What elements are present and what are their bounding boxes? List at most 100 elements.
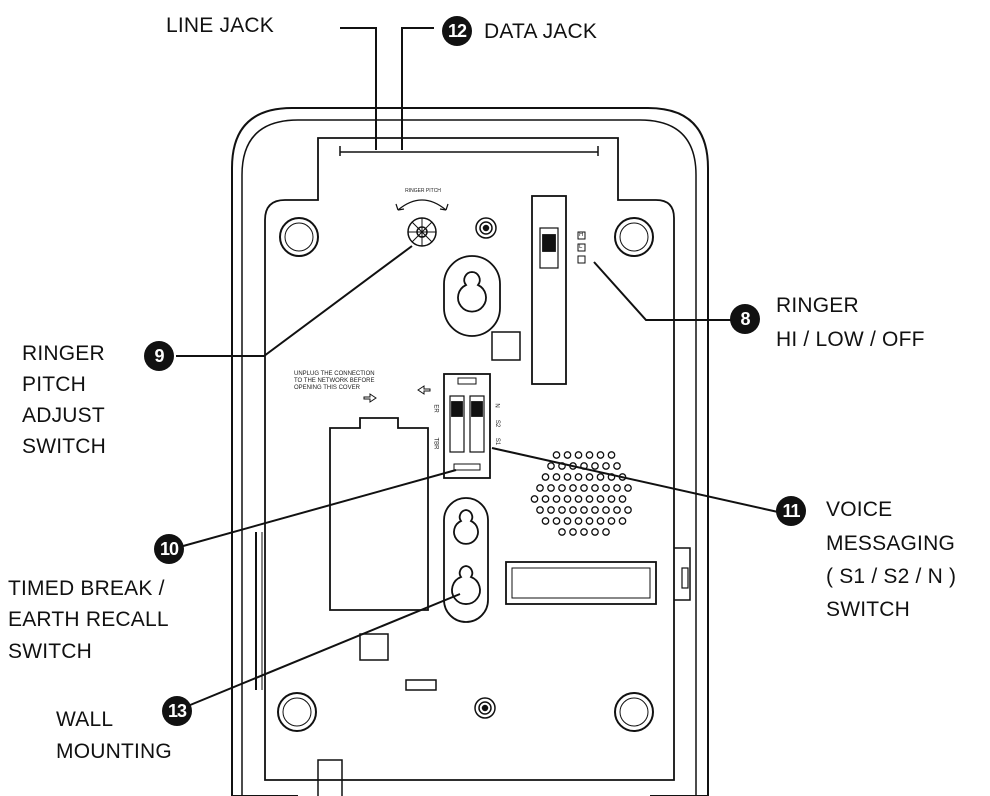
- speaker-hole: [585, 517, 594, 525]
- speaker-hole: [530, 495, 539, 503]
- speaker-hole: [580, 506, 588, 514]
- speaker-hole: [585, 473, 594, 481]
- screws: [474, 217, 497, 719]
- switch-label-s1: S1: [494, 437, 501, 446]
- ringer-pos-l: L: [579, 244, 583, 250]
- ringer-pitch-label-3: ADJUST: [22, 404, 105, 427]
- speaker-hole: [596, 451, 605, 459]
- rubber-feet: [277, 217, 654, 732]
- switch-label-er: ER: [432, 404, 439, 413]
- speaker-hole: [602, 462, 610, 470]
- leader-ringer: [593, 261, 734, 321]
- leader-timed-break: [175, 469, 457, 549]
- speaker-hole: [596, 495, 605, 503]
- wall-mounting-label-1: WALL: [56, 708, 114, 731]
- speaker-hole: [580, 484, 588, 492]
- side-clip: [674, 547, 691, 601]
- data-jack-label: DATA JACK: [484, 20, 598, 43]
- speaker-hole: [618, 517, 627, 525]
- ringer-slide-switch: [531, 195, 586, 385]
- speaker-hole: [613, 506, 621, 514]
- speaker-hole: [624, 484, 632, 492]
- speaker-hole: [585, 451, 594, 459]
- timed-break-number: 10: [154, 534, 184, 564]
- keyhole-slot-top: [443, 255, 501, 337]
- speaker-hole: [536, 506, 544, 514]
- wall-mounting-number: 13: [162, 696, 192, 726]
- speaker-hole: [558, 528, 566, 536]
- housing-outline: [231, 107, 709, 796]
- speaker-hole: [547, 506, 555, 514]
- leader-wall: [177, 593, 461, 711]
- ringer-pitch-label-2: PITCH: [22, 373, 86, 396]
- switch-label-tbr: TBR: [432, 437, 439, 450]
- leader-lines: [175, 27, 779, 711]
- speaker-hole: [558, 506, 566, 514]
- speaker-hole: [569, 528, 577, 536]
- line-jack-label: LINE JACK: [166, 14, 274, 37]
- speaker-hole: [541, 495, 550, 503]
- battery-cover: [329, 417, 429, 611]
- speaker-hole: [569, 506, 577, 514]
- ringer-pitch-label-4: SWITCH: [22, 435, 107, 458]
- speaker-hole: [618, 495, 627, 503]
- speaker-hole: [574, 517, 583, 525]
- speaker-hole: [602, 506, 610, 514]
- speaker-hole: [552, 517, 561, 525]
- housing-inner-outline: [241, 119, 697, 796]
- speaker-hole: [607, 517, 616, 525]
- speaker-hole: [585, 495, 594, 503]
- ringer-pitch-wheel: [395, 199, 449, 247]
- voice-label-2: MESSAGING: [826, 532, 955, 555]
- speaker-hole: [552, 495, 561, 503]
- small-square: [491, 331, 521, 361]
- voice-label-3: ( S1 / S2 / N ): [826, 565, 957, 588]
- speaker-hole: [607, 495, 616, 503]
- base-plate: [264, 137, 675, 781]
- speaker-hole: [613, 484, 621, 492]
- speaker-hole: [541, 473, 550, 481]
- voice-label-1: VOICE: [826, 498, 893, 521]
- speaker-hole: [552, 473, 561, 481]
- timed-break-label-2: EARTH RECALL: [8, 608, 169, 631]
- speaker-hole: [574, 473, 583, 481]
- speaker-hole: [563, 451, 572, 459]
- timed-break-label-1: TIMED BREAK /: [8, 577, 165, 600]
- speaker-hole: [591, 506, 599, 514]
- speaker-hole: [536, 484, 544, 492]
- leader-voice: [491, 447, 779, 513]
- speaker-hole: [591, 528, 599, 536]
- speaker-hole: [547, 484, 555, 492]
- warning-line-2: TO THE NETWORK BEFORE: [294, 378, 375, 384]
- speaker-hole: [574, 495, 583, 503]
- keyhole-slot-bottom: [443, 497, 489, 623]
- speaker-hole: [591, 484, 599, 492]
- speaker-hole: [602, 528, 610, 536]
- speaker-grille: [530, 451, 632, 536]
- speaker-hole: [558, 484, 566, 492]
- switch-label-s2: S2: [494, 419, 501, 428]
- ringer-pitch-text: RINGER PITCH: [405, 188, 441, 194]
- warning-line-3: OPENING THIS COVER: [294, 385, 360, 391]
- mode-switch-block: [443, 373, 491, 479]
- speaker-hole: [569, 484, 577, 492]
- speaker-hole: [580, 528, 588, 536]
- ringer-label-2: HI / LOW / OFF: [776, 328, 925, 351]
- wall-mounting-label-2: MOUNTING: [56, 740, 172, 763]
- speaker-hole: [563, 473, 572, 481]
- speaker-hole: [563, 495, 572, 503]
- speaker-hole: [596, 473, 605, 481]
- ringer-pitch-label-1: RINGER: [22, 342, 105, 365]
- speaker-hole: [563, 517, 572, 525]
- warning-line-1: UNPLUG THE CONNECTION: [294, 371, 375, 377]
- ringer-number: 8: [730, 304, 760, 334]
- speaker-hole: [602, 484, 610, 492]
- speaker-hole: [596, 517, 605, 525]
- speaker-hole: [624, 506, 632, 514]
- timed-break-label-3: SWITCH: [8, 640, 93, 663]
- speaker-hole: [591, 462, 599, 470]
- speaker-hole: [547, 462, 555, 470]
- speaker-hole: [541, 517, 550, 525]
